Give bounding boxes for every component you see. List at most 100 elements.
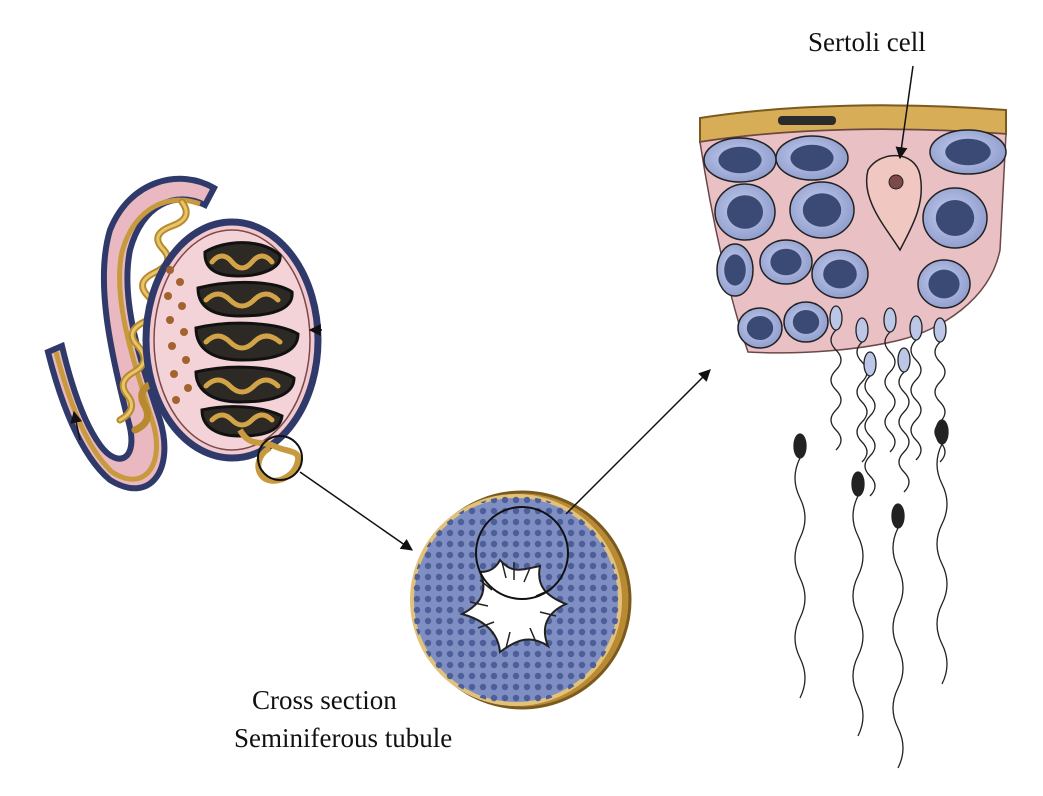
cell-nucleus — [535, 695, 541, 701]
cell-nucleus — [436, 684, 442, 690]
germ-cell — [790, 182, 854, 238]
cell-nucleus — [579, 530, 585, 536]
cell-nucleus — [524, 552, 530, 558]
cell-nucleus — [458, 552, 464, 558]
cell-nucleus — [601, 552, 607, 558]
cell-nucleus — [623, 497, 629, 503]
cell-nucleus — [425, 563, 431, 569]
cell-nucleus — [436, 695, 442, 701]
cell-nucleus — [568, 519, 574, 525]
cell-nucleus — [612, 662, 618, 668]
germ-cell — [784, 302, 828, 342]
cell-nucleus — [535, 519, 541, 525]
cell-nucleus — [601, 618, 607, 624]
cell-nucleus — [513, 651, 519, 657]
cell-nucleus — [623, 684, 629, 690]
cell-nucleus — [469, 640, 475, 646]
cell-nucleus — [414, 651, 420, 657]
cell-nucleus — [480, 508, 486, 514]
sperm-head — [852, 472, 864, 496]
cell-nucleus — [524, 662, 530, 668]
germ-cell — [812, 250, 868, 298]
cell-nucleus — [557, 651, 563, 657]
cell-nucleus — [414, 695, 420, 701]
cell-nucleus — [568, 585, 574, 591]
cell-nucleus — [590, 662, 596, 668]
cell-nucleus — [612, 618, 618, 624]
cell-nucleus — [590, 651, 596, 657]
cell-nucleus — [557, 662, 563, 668]
cell-nucleus — [436, 497, 442, 503]
cell-nucleus — [414, 607, 420, 613]
cross-section-label: Cross section — [252, 684, 397, 716]
cell-nucleus — [535, 651, 541, 657]
cell-nucleus — [513, 497, 519, 503]
cell-nucleus — [491, 508, 497, 514]
cell-nucleus — [436, 552, 442, 558]
cell-nucleus — [579, 673, 585, 679]
cell-nucleus — [579, 607, 585, 613]
cell-nucleus — [425, 596, 431, 602]
cell-nucleus — [579, 651, 585, 657]
cell-nucleus — [480, 684, 486, 690]
cell-nucleus — [458, 662, 464, 668]
cell-nucleus — [535, 673, 541, 679]
cell-nucleus — [458, 673, 464, 679]
cell-nucleus — [447, 607, 453, 613]
cell-nucleus — [425, 662, 431, 668]
cell-nucleus — [590, 596, 596, 602]
cell-nucleus — [491, 651, 497, 657]
cell-nucleus — [568, 596, 574, 602]
cell-nucleus — [623, 508, 629, 514]
cell-nucleus — [414, 662, 420, 668]
cell-nucleus — [436, 629, 442, 635]
cell-nucleus — [557, 508, 563, 514]
cell-nucleus — [502, 552, 508, 558]
cell-nucleus — [579, 541, 585, 547]
cell-nucleus — [469, 585, 475, 591]
cell-nucleus — [623, 530, 629, 536]
cell-nucleus — [491, 673, 497, 679]
cell-nucleus — [491, 695, 497, 701]
cell-nucleus — [546, 563, 552, 569]
cell-nucleus — [480, 629, 486, 635]
cell-nucleus — [546, 662, 552, 668]
cell-nucleus — [579, 585, 585, 591]
cell-nucleus — [568, 563, 574, 569]
cell-nucleus — [612, 585, 618, 591]
cell-nucleus — [579, 618, 585, 624]
cell-nucleus — [414, 596, 420, 602]
cell-nucleus — [436, 519, 442, 525]
cell-nucleus — [469, 530, 475, 536]
cell-nucleus — [612, 530, 618, 536]
cell-nucleus — [414, 618, 420, 624]
cell-nucleus — [469, 662, 475, 668]
cell-nucleus — [447, 640, 453, 646]
cell-nucleus — [480, 651, 486, 657]
cell-nucleus — [557, 618, 563, 624]
tubule-cross-section — [410, 492, 630, 708]
cell-nucleus — [425, 508, 431, 514]
cell-nucleus — [447, 684, 453, 690]
cell-nucleus — [601, 684, 607, 690]
cell-nucleus — [513, 684, 519, 690]
sperm-head — [794, 434, 806, 458]
cell-nucleus — [612, 607, 618, 613]
cell-nucleus — [612, 508, 618, 514]
cell-nucleus — [414, 585, 420, 591]
germ-cell — [776, 136, 848, 180]
cell-nucleus — [590, 552, 596, 558]
germ-cell — [918, 260, 970, 308]
cell-nucleus — [568, 662, 574, 668]
cell-nucleus — [557, 673, 563, 679]
cell-nucleus — [524, 695, 530, 701]
cell-nucleus — [458, 541, 464, 547]
cell-nucleus — [557, 585, 563, 591]
cell-nucleus — [469, 563, 475, 569]
cell-nucleus — [612, 497, 618, 503]
cell-nucleus — [436, 651, 442, 657]
cell-nucleus — [601, 497, 607, 503]
cell-nucleus — [524, 651, 530, 657]
cell-nucleus — [524, 508, 530, 514]
cell-nucleus — [535, 662, 541, 668]
